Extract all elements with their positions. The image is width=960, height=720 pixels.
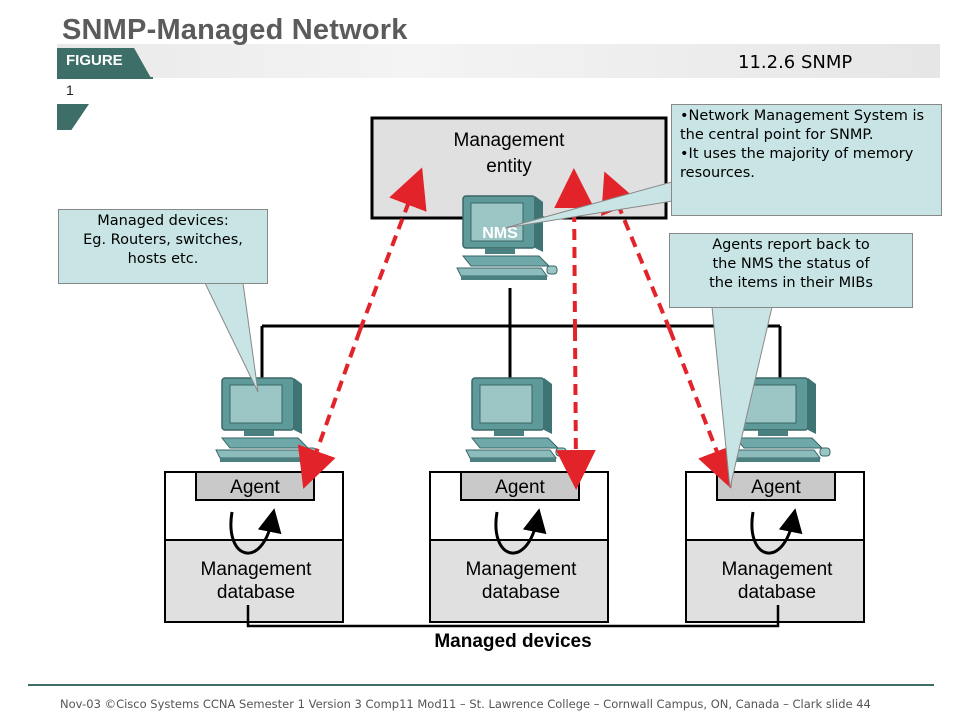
nms-label: NMS	[482, 225, 518, 242]
agent-db-loop-1	[229, 508, 282, 555]
agent-label-2: Agent	[495, 477, 545, 498]
figure-header-bar	[57, 44, 940, 78]
callout-agents: Agents report back to the NMS the status…	[669, 233, 913, 308]
callout-agents-line2: the NMS the status of	[712, 256, 870, 272]
footer-divider	[28, 684, 934, 686]
callout-managed-devices: Managed devices: Eg. Routers, switches, …	[58, 209, 268, 284]
database-label-1b: database	[217, 582, 295, 603]
database-label-1a: Management	[201, 559, 313, 580]
slide-footer: Nov-03 ©Cisco Systems CCNA Semester 1 Ve…	[60, 697, 871, 711]
managed-computer-2	[465, 377, 567, 463]
callout-managed-line3: hosts etc.	[127, 251, 199, 267]
database-label-3a: Management	[722, 559, 834, 580]
agent-db-loop-3	[750, 508, 803, 555]
management-entity-line1: Management	[454, 130, 566, 151]
callout-nms-bullet1: •Network Management System is the centra…	[680, 108, 925, 143]
managed-devices-caption: Managed devices	[434, 631, 591, 652]
managed-device-2	[429, 471, 609, 623]
callout-agents-line3: the items in their MIBs	[709, 275, 873, 291]
callout-agents-line1: Agents report back to	[712, 237, 870, 253]
callout-pointer-managed	[204, 282, 259, 393]
agent-label-3: Agent	[751, 477, 801, 498]
database-label-2b: database	[482, 582, 560, 603]
figure-tab	[57, 48, 151, 78]
database-label-3b: database	[738, 582, 816, 603]
agent-label-1: Agent	[230, 477, 280, 498]
managed-device-3	[685, 471, 865, 623]
callout-nms: •Network Management System is the centra…	[671, 104, 942, 216]
slide-title: SNMP-Managed Network	[62, 14, 408, 46]
managed-devices-bracket	[246, 605, 780, 628]
callout-managed-line2: Eg. Routers, switches,	[83, 232, 243, 248]
snmp-arrow-3-down	[668, 329, 736, 489]
managed-device-1	[164, 471, 344, 623]
section-number: 11.2.6 SNMP	[738, 52, 853, 73]
callout-nms-bullet2: •It uses the majority of memory resource…	[680, 146, 914, 181]
snmp-arrow-1-down	[297, 329, 362, 489]
snmp-arrow-1-up	[358, 167, 427, 331]
snmp-arrow-2-down	[555, 329, 596, 490]
agent-db-loop-2	[494, 508, 547, 555]
callout-managed-line1: Managed devices:	[97, 213, 229, 229]
management-entity-line2: entity	[486, 156, 532, 177]
managed-computer-1	[215, 377, 317, 463]
figure-number: 1	[66, 82, 74, 98]
snmp-arrow-3-up	[601, 171, 672, 331]
database-label-2a: Management	[466, 559, 578, 580]
figure-underline	[57, 77, 153, 79]
figure-label: FIGURE	[66, 52, 123, 69]
